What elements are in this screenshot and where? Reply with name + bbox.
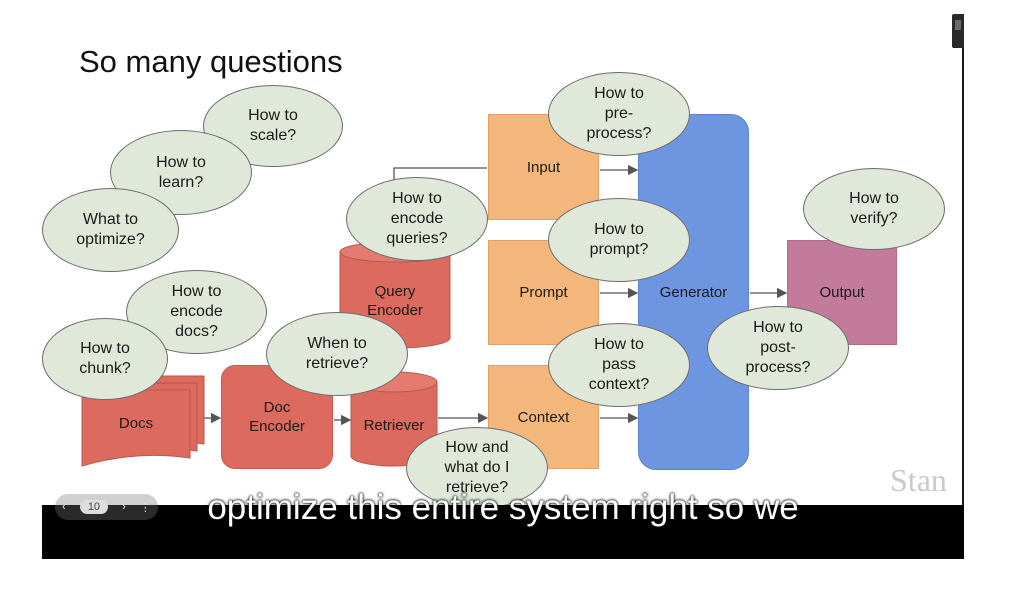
camera-thumbnail-icon xyxy=(952,14,964,48)
bubble-how-to-encode-queries: How to encode queries? xyxy=(346,177,488,261)
prev-slide-button[interactable]: ‹ xyxy=(62,501,66,513)
more-options-icon[interactable]: ⋮ xyxy=(139,501,151,514)
slide-pager[interactable]: ‹ 10 › ⋮ xyxy=(55,494,158,520)
generator-node: Generator xyxy=(638,114,749,470)
next-slide-button[interactable]: › xyxy=(122,501,126,513)
bubble-what-to-optimize: What to optimize? xyxy=(42,188,179,272)
caption-bar xyxy=(42,505,964,559)
bubble-how-to-prompt: How to prompt? xyxy=(548,198,690,282)
retriever-node: Retriever xyxy=(363,416,425,434)
docs-node: Docs xyxy=(118,414,154,432)
bubble-how-to-postprocess: How to post- process? xyxy=(707,306,849,390)
bubble-when-to-retrieve: When to retrieve? xyxy=(266,312,408,396)
stanford-watermark: Stan xyxy=(890,462,947,498)
window-edge xyxy=(962,14,964,546)
bubble-how-to-preprocess: How to pre- process? xyxy=(548,72,690,156)
query-encoder-node: Query Encoder xyxy=(367,283,423,319)
bubble-how-to-pass-context: How to pass context? xyxy=(548,323,690,407)
bubble-how-and-what-retrieve: How and what do I retrieve? xyxy=(406,427,548,509)
page-number: 10 xyxy=(79,500,109,514)
bubble-how-to-chunk: How to chunk? xyxy=(42,318,168,400)
slide-title: So many questions xyxy=(79,44,343,79)
bubble-how-to-verify: How to verify? xyxy=(803,168,945,250)
video-caption: optimize this entire system right so we xyxy=(207,488,799,527)
